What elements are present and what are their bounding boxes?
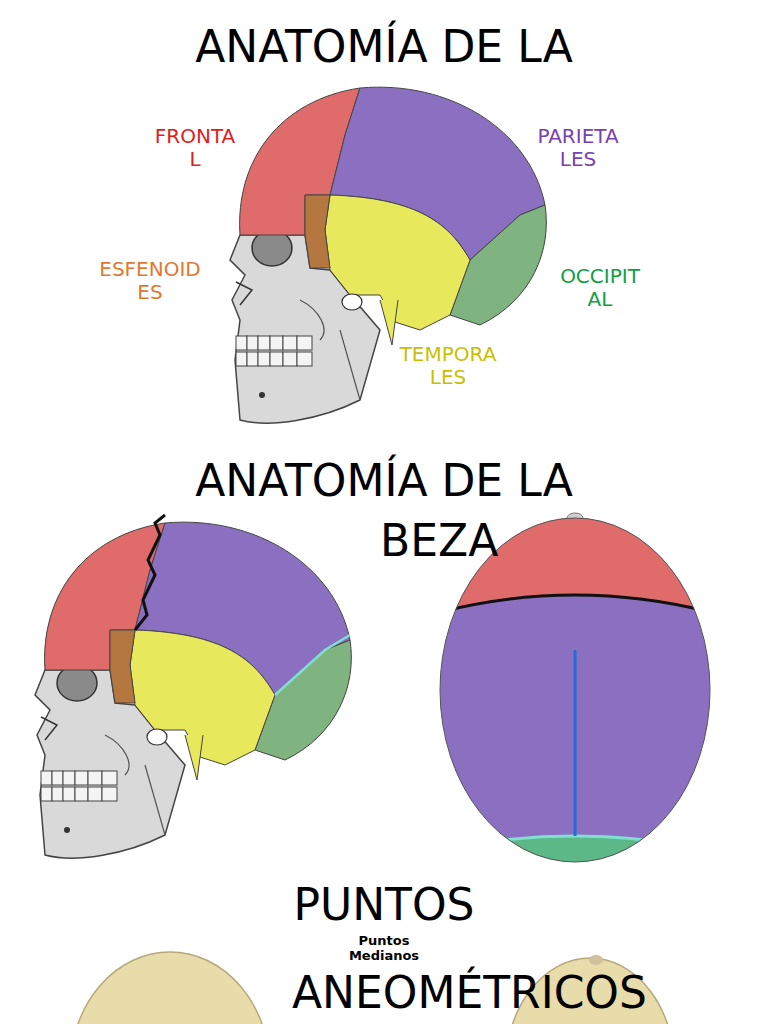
slide-heading: BEZA (380, 516, 498, 567)
bone-label: PARIETA LES (537, 125, 618, 171)
image-caption: Puntos Medianos (349, 934, 419, 964)
bone-label: TEMPORA LES (400, 343, 497, 389)
bone-label: ESFENOID ES (99, 258, 200, 304)
bone-label: FRONTA L (155, 125, 235, 171)
bone-label: OCCIPIT AL (560, 265, 640, 311)
slide-heading: PUNTOS (293, 880, 474, 931)
slide-heading: ANATOMÍA DE LA (195, 456, 573, 507)
slide-heading: ANEOMÉTRICOS (292, 968, 647, 1019)
slide-title: ANATOMÍA DE LA (195, 22, 573, 73)
